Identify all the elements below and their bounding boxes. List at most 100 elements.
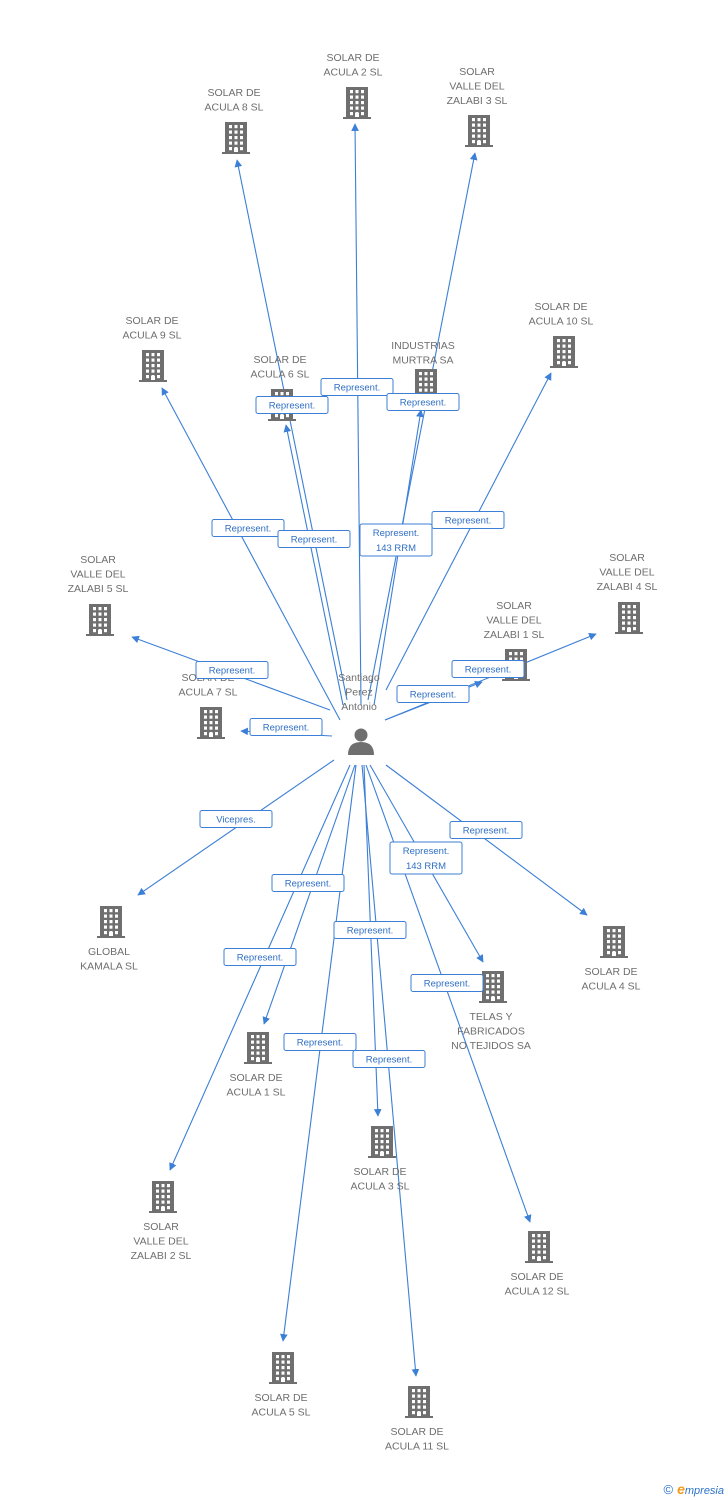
relation-label-text: 143 RRM: [376, 543, 416, 554]
relation-label-box: [320, 378, 394, 396]
company-label-line: VALLE DEL: [70, 569, 125, 581]
relation-label-box: [199, 810, 273, 828]
company-label-line: INDUSTRIAS: [391, 340, 455, 352]
company-node-murtra[interactable]: INDUSTRIAS MURTRA SA: [391, 340, 455, 401]
relation-label-acula-4[interactable]: Represent.: [449, 821, 523, 839]
relation-label-box: [277, 530, 351, 548]
relation-label-acula-8[interactable]: Represent.: [255, 396, 329, 414]
company-label-line: ACULA 1 SL: [227, 1087, 286, 1099]
company-label-line: VALLE DEL: [486, 615, 541, 627]
relation-label-text: Represent.: [209, 666, 255, 677]
relation-label-zalabi-5[interactable]: Represent.: [195, 661, 269, 679]
relation-label-acula-2[interactable]: Represent.: [320, 378, 394, 396]
relation-label-text: Represent.: [291, 535, 337, 546]
company-label-line: SOLAR DE: [207, 87, 260, 99]
relation-label-acula-6[interactable]: Represent.: [277, 530, 351, 548]
company-label-line: ACULA 6 SL: [251, 369, 310, 381]
relation-label-global[interactable]: Vicepres.: [199, 810, 273, 828]
relation-label-text: Represent.: [465, 665, 511, 676]
building-icon: [368, 1126, 396, 1158]
relation-label-text: Represent.: [297, 1038, 343, 1049]
relation-label-box: [283, 1033, 357, 1051]
company-label-line: ACULA 2 SL: [324, 67, 383, 79]
company-label-line: SOLAR DE: [125, 315, 178, 327]
relation-label-acula-5[interactable]: Represent.: [283, 1033, 357, 1051]
relation-label-text: Represent.: [410, 690, 456, 701]
company-label-line: MURTRA SA: [392, 355, 453, 367]
company-label-line: SOLAR DE: [534, 301, 587, 313]
relation-label-acula-11[interactable]: Represent.: [352, 1050, 426, 1068]
relation-label-text: Represent.: [445, 516, 491, 527]
relation-label-box: [389, 841, 463, 875]
relation-label-box: [249, 718, 323, 736]
relation-label-zalabi-1[interactable]: Represent.: [396, 685, 470, 703]
relation-label-acula-9[interactable]: Represent.: [211, 519, 285, 537]
footer-brand: ©empresia: [663, 1481, 724, 1497]
relation-label-acula-3[interactable]: Represent.: [333, 921, 407, 939]
relation-label-box: [410, 974, 484, 992]
company-node-acula-8[interactable]: SOLAR DE ACULA 8 SL: [205, 87, 264, 154]
building-icon: [525, 1231, 553, 1263]
relation-edge-zalabi-2: [169, 764, 351, 1171]
company-label-line: ACULA 5 SL: [252, 1407, 311, 1419]
relation-label-box: [431, 511, 505, 529]
relation-label-acula-10[interactable]: Represent.: [431, 511, 505, 529]
relation-label-acula-1[interactable]: Represent.: [271, 874, 345, 892]
relation-label-text: Represent.: [269, 401, 315, 412]
relation-label-text: Represent.: [366, 1055, 412, 1066]
company-node-acula-9[interactable]: SOLAR DE ACULA 9 SL: [123, 315, 182, 382]
relation-label-zalabi-2[interactable]: Represent.: [223, 948, 297, 966]
relation-label-zalabi-3[interactable]: Represent.: [386, 393, 460, 411]
relation-label-telas[interactable]: Represent.143 RRM: [389, 841, 463, 875]
relation-edge-acula-5: [280, 764, 357, 1342]
building-icon: [615, 602, 643, 634]
company-label-line: ACULA 8 SL: [205, 102, 264, 114]
relation-label-zalabi-4[interactable]: Represent.: [451, 660, 525, 678]
company-label-line: ACULA 9 SL: [123, 330, 182, 342]
building-icon: [269, 1352, 297, 1384]
company-label-line: GLOBAL: [88, 946, 130, 958]
relation-label-text: Represent.: [263, 723, 309, 734]
relation-label-acula-7[interactable]: Represent.: [249, 718, 323, 736]
relation-label-acula-12[interactable]: Represent.: [410, 974, 484, 992]
company-label-line: SOLAR: [459, 66, 495, 78]
company-label: SOLAR DE ACULA 9 SL: [123, 315, 182, 342]
relation-edge-acula-9: [161, 387, 341, 721]
company-label-line: SOLAR: [496, 600, 532, 612]
company-label-line: FABRICADOS: [457, 1026, 525, 1038]
relation-label-box: [195, 661, 269, 679]
company-label-line: SOLAR: [143, 1221, 179, 1233]
company-label-line: NO TEJIDOS SA: [451, 1040, 531, 1052]
building-icon: [405, 1386, 433, 1418]
relation-label-murtra[interactable]: Represent.143 RRM: [359, 523, 433, 557]
relation-label-text: Represent.: [237, 953, 283, 964]
relation-label-text: Represent.: [463, 826, 509, 837]
company-label-line: ACULA 12 SL: [505, 1286, 570, 1298]
person-icon: [348, 728, 374, 755]
relation-label-box: [352, 1050, 426, 1068]
company-label-line: ZALABI 4 SL: [597, 581, 658, 593]
